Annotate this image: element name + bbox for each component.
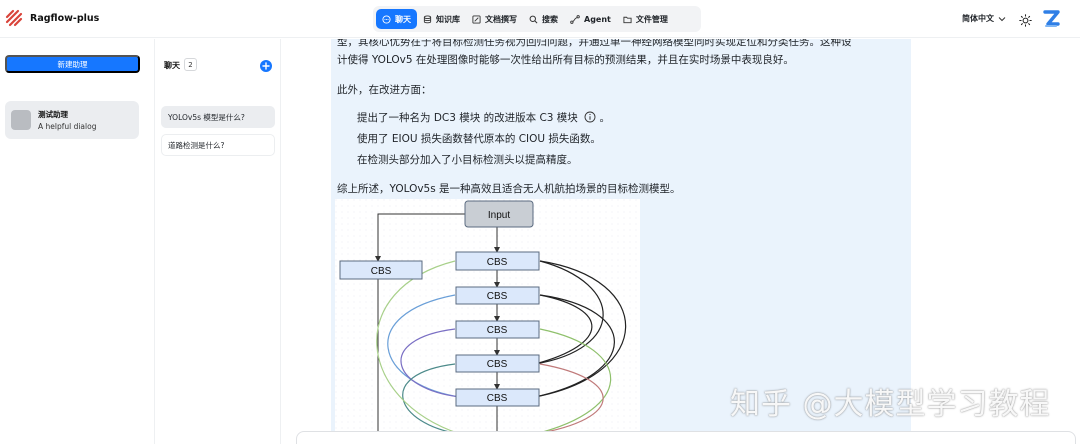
nav-item-doc-writing[interactable]: 文档撰写 xyxy=(466,9,523,29)
search-icon xyxy=(529,15,538,23)
chat-bubble-icon xyxy=(382,14,391,24)
watermark: 知乎 @大模型学习教程 xyxy=(730,387,1051,422)
cbs-block-label: CBS xyxy=(487,325,508,336)
cbs-block-label: CBS xyxy=(487,291,508,302)
info-circle-icon[interactable] xyxy=(584,111,596,123)
new-assistant-button[interactable]: 新建助理 xyxy=(5,55,140,73)
edit-icon xyxy=(472,14,481,24)
message-text: 综上所述，YOLOv5s 是一种高效且适合无人机航拍场景的目标检测模型。 xyxy=(337,183,681,195)
side-cbs-label: CBS xyxy=(371,266,392,277)
nav-item-label: 知识库 xyxy=(436,14,460,24)
language-label: 简体中文 xyxy=(962,14,994,23)
assistant-avatar xyxy=(11,110,31,130)
sun-icon xyxy=(1019,14,1032,27)
brand-name: Ragflow-plus xyxy=(30,12,100,24)
improvement-item: 提出了一种名为 DC3 模块 的改进版本 C3 模块 。 xyxy=(357,110,610,125)
conversation-item[interactable]: YOLOv5s 模型是什么? xyxy=(161,106,275,128)
cbs-block xyxy=(455,388,540,407)
nav-item-agent[interactable]: Agent xyxy=(564,9,617,29)
input-block xyxy=(464,200,534,228)
improvement-text: 提出了一种名为 DC3 模块 的改进版本 C3 模块 xyxy=(357,112,578,124)
user-avatar[interactable] xyxy=(1043,9,1061,33)
network-diagram: Input CBS CBS CBS CBS CBS CBS xyxy=(335,199,640,444)
add-chat-button[interactable] xyxy=(260,57,272,76)
nav-item-search[interactable]: 搜索 xyxy=(523,9,564,29)
cbs-block xyxy=(455,251,540,271)
edge xyxy=(375,213,465,262)
folder-icon xyxy=(623,16,632,23)
assistant-card[interactable]: 测试助理 A helpful dialog xyxy=(5,101,139,139)
conversation-list: 聊天 2 YOLOv5s 模型是什么? 道路检测是什么? xyxy=(156,39,281,444)
cbs-block-label: CBS xyxy=(487,257,508,268)
nav-item-label: 文件管理 xyxy=(635,14,668,24)
improvement-item: 使用了 EIOU 损失函数替代原本的 CIOU 损失函数。 xyxy=(357,133,601,145)
z-logo-icon xyxy=(1043,10,1060,27)
assistant-name: 测试助理 xyxy=(38,110,68,119)
chat-list-title: 聊天 xyxy=(164,61,180,70)
cbs-block xyxy=(455,286,540,305)
message-input[interactable] xyxy=(296,431,1076,444)
nav-item-label: 文档撰写 xyxy=(485,14,517,24)
top-header: Ragflow-plus 聊天 知识库 文档撰写 搜索 Agent 文件管理 简… xyxy=(0,0,1080,38)
brand[interactable]: Ragflow-plus xyxy=(4,7,99,29)
agent-icon xyxy=(570,14,580,24)
database-icon xyxy=(423,14,432,23)
network-diagram-image: Input CBS CBS CBS CBS CBS CBS xyxy=(335,199,640,444)
plus-circle-icon xyxy=(260,60,272,72)
cbs-block xyxy=(455,320,540,339)
period-mark: 。 xyxy=(599,112,610,124)
message-area: 型，其核心优势在于将目标检测任务视为回归问题，并通过单一神经网络模型同时实现定位… xyxy=(282,39,1080,444)
nav-item-chat[interactable]: 聊天 xyxy=(376,9,417,29)
nav-item-knowledge-base[interactable]: 知识库 xyxy=(417,9,466,29)
theme-toggle[interactable] xyxy=(1019,12,1032,31)
main-nav: 聊天 知识库 文档撰写 搜索 Agent 文件管理 xyxy=(373,6,701,32)
nav-item-label: 搜索 xyxy=(542,14,558,24)
assistant-description: A helpful dialog xyxy=(38,122,97,131)
ragflow-logo-icon xyxy=(5,9,23,27)
cbs-block-label: CBS xyxy=(487,359,508,370)
message-text: 计使得 YOLOv5 在处理图像时能够一次性给出所有目标的预测结果，并且在实时场… xyxy=(337,54,794,66)
cbs-block xyxy=(455,354,540,373)
assistant-sidebar: 新建助理 测试助理 A helpful dialog xyxy=(0,39,155,444)
improvement-item: 在检测头部分加入了小目标检测头以提高精度。 xyxy=(357,154,578,166)
chat-count-badge: 2 xyxy=(184,58,197,71)
input-block-label: Input xyxy=(488,210,510,221)
nav-item-label: Agent xyxy=(584,14,611,24)
message-text: 此外，在改进方面： xyxy=(337,84,432,96)
nav-item-file-management[interactable]: 文件管理 xyxy=(617,9,674,29)
conversation-item[interactable]: 道路检测是什么? xyxy=(161,134,275,156)
cbs-block-label: CBS xyxy=(487,393,508,404)
chevron-down-icon xyxy=(998,16,1006,21)
nav-item-label: 聊天 xyxy=(395,14,411,24)
side-cbs-block xyxy=(339,260,423,280)
message-text: 型，其核心优势在于将目标检测任务视为回归问题，并通过单一神经网络模型同时实现定位… xyxy=(337,39,852,48)
language-select[interactable]: 简体中文 xyxy=(962,13,1006,24)
